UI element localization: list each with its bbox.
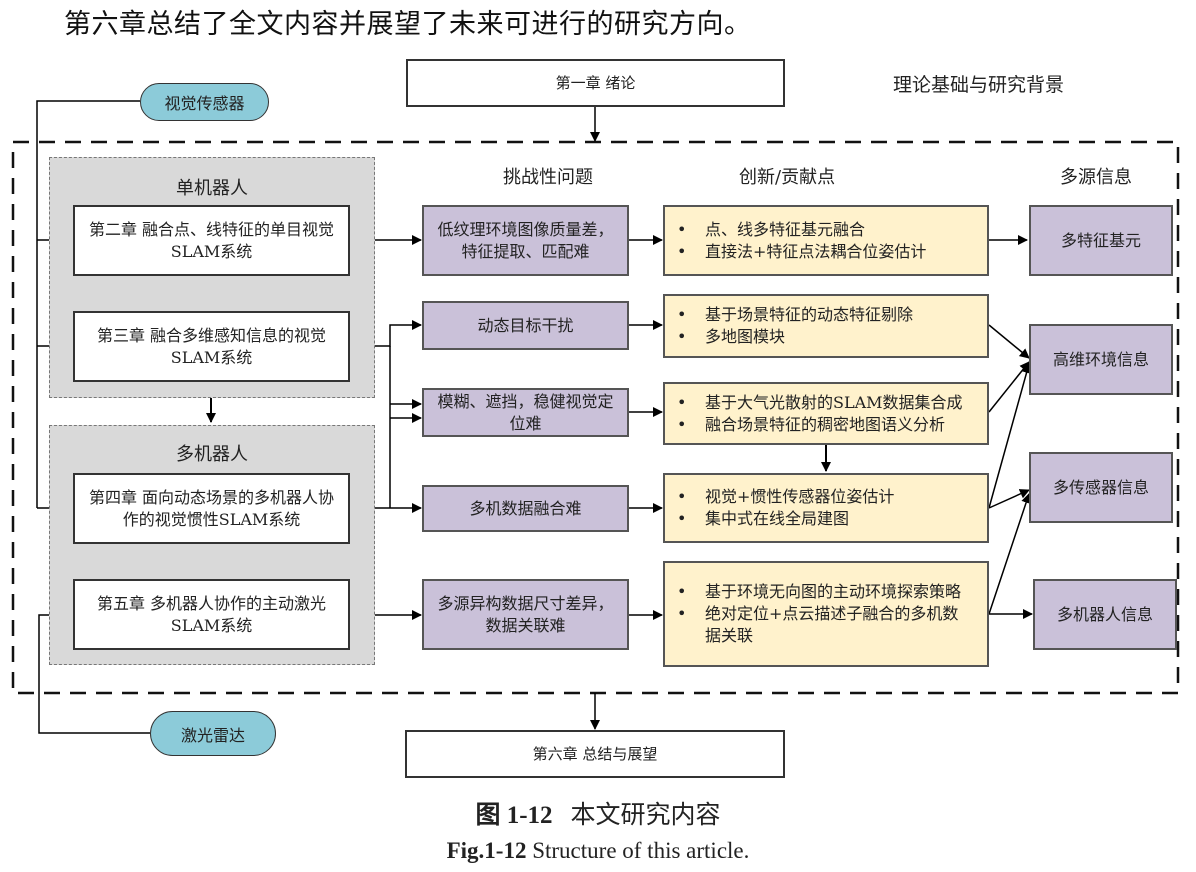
multi-source-box: 多特征基元 — [1029, 205, 1173, 276]
contribution-box: 基于场景特征的动态特征剔除 多地图模块 — [663, 294, 989, 358]
challenge-box: 多源异构数据尺寸差异，数据关联难 — [422, 579, 629, 650]
arrow-k4-m2 — [988, 363, 1032, 509]
contribution-box: 点、线多特征基元融合 直接法+特征点法耦合位姿估计 — [663, 205, 989, 276]
contribution-item: 融合场景特征的稠密地图语义分析 — [673, 414, 963, 436]
caption-en-text: Structure of this article. — [532, 838, 750, 863]
chapter4-label: 第四章 面向动态场景的多机器人协作的视觉惯性SLAM系统 — [88, 487, 335, 529]
challenge-box: 动态目标干扰 — [422, 301, 629, 350]
chapter2-box: 第二章 融合点、线特征的单目视觉SLAM系统 — [73, 205, 350, 276]
contribution-item: 基于大气光散射的SLAM数据集合成 — [673, 392, 963, 414]
multi-source-box: 多传感器信息 — [1029, 452, 1173, 523]
chapter6-box: 第六章 总结与展望 — [405, 730, 785, 778]
chapter1-box: 第一章 绪论 — [406, 59, 785, 107]
chapter3-box: 第三章 融合多维感知信息的视觉SLAM系统 — [73, 311, 350, 382]
chapter5-label: 第五章 多机器人协作的主动激光SLAM系统 — [96, 593, 327, 635]
contribution-box: 视觉+惯性传感器位姿估计 集中式在线全局建图 — [663, 473, 989, 543]
multi-source-label: 高维环境信息 — [1052, 349, 1149, 369]
contribution-item: 基于环境无向图的主动环境探索策略 — [673, 581, 973, 603]
visual-sensor-trunk — [36, 100, 140, 508]
chapter5-box: 第五章 多机器人协作的主动激光SLAM系统 — [73, 579, 350, 650]
contribution-box: 基于环境无向图的主动环境探索策略 绝对定位+点云描述子融合的多机数据关联 — [663, 561, 989, 667]
arrow-k4-m3 — [988, 489, 1030, 509]
challenge-box: 低纹理环境图像质量差，特征提取、匹配难 — [422, 205, 629, 276]
contributions-header: 创新/贡献点 — [739, 167, 836, 188]
challenge-box: 模糊、遮挡，稳健视觉定位难 — [422, 388, 629, 437]
contribution-item: 集中式在线全局建图 — [673, 508, 894, 530]
chapter6-label: 第六章 总结与展望 — [532, 745, 658, 763]
arrow-k2-m2 — [988, 324, 1030, 359]
contribution-item: 多地图模块 — [673, 326, 913, 348]
challenge-box: 多机数据融合难 — [422, 485, 629, 532]
lidar-label: 激光雷达 — [180, 725, 245, 745]
visual-sensor-node: 视觉传感器 — [140, 83, 269, 121]
single-robot-title: 单机器人 — [176, 178, 248, 199]
challenge-label: 多源异构数据尺寸差异，数据关联难 — [437, 593, 614, 635]
challenge-label: 动态目标干扰 — [477, 315, 574, 335]
challenge-label: 多机数据融合难 — [469, 498, 582, 518]
contribution-box: 基于大气光散射的SLAM数据集合成 融合场景特征的稠密地图语义分析 — [663, 382, 989, 445]
lidar-node: 激光雷达 — [150, 711, 276, 756]
arrow-k5-m3 — [988, 493, 1031, 615]
multi-source-box: 高维环境信息 — [1029, 324, 1173, 395]
contribution-item: 直接法+特征点法耦合位姿估计 — [673, 241, 926, 263]
multi-source-label: 多机器人信息 — [1056, 604, 1153, 624]
caption-zh-label: 图 1-12 — [475, 802, 553, 829]
contribution-item: 点、线多特征基元融合 — [673, 219, 926, 241]
multi-robot-title: 多机器人 — [176, 444, 248, 465]
background-label: 理论基础与研究背景 — [893, 74, 1065, 96]
multi-source-label: 多传感器信息 — [1052, 477, 1149, 497]
chapter2-label: 第二章 融合点、线特征的单目视觉SLAM系统 — [88, 219, 335, 261]
chapter1-label: 第一章 绪论 — [555, 74, 636, 92]
challenges-header: 挑战性问题 — [503, 167, 593, 188]
challenge-label: 模糊、遮挡，稳健视觉定位难 — [437, 391, 614, 433]
contribution-item: 视觉+惯性传感器位姿估计 — [673, 486, 894, 508]
multi-source-header: 多源信息 — [1060, 167, 1132, 188]
caption-zh-text: 本文研究内容 — [570, 800, 721, 829]
intro-text: 第六章总结了全文内容并展望了未来可进行的研究方向。 — [64, 9, 752, 40]
caption-en-label: Fig.1-12 — [446, 838, 527, 863]
caption-en: Fig.1-12 Structure of this article. — [0, 838, 1196, 864]
multi-source-box: 多机器人信息 — [1033, 579, 1177, 650]
chapter4-box: 第四章 面向动态场景的多机器人协作的视觉惯性SLAM系统 — [73, 473, 350, 544]
challenge-label: 低纹理环境图像质量差，特征提取、匹配难 — [437, 219, 614, 261]
multi-source-label: 多特征基元 — [1060, 230, 1141, 250]
contribution-item: 绝对定位+点云描述子融合的多机数据关联 — [673, 603, 973, 647]
caption-zh: 图 1-12 本文研究内容 — [0, 795, 1196, 831]
chapter3-label: 第三章 融合多维感知信息的视觉SLAM系统 — [96, 325, 327, 367]
contribution-item: 基于场景特征的动态特征剔除 — [673, 304, 913, 326]
visual-sensor-label: 视觉传感器 — [164, 94, 245, 113]
